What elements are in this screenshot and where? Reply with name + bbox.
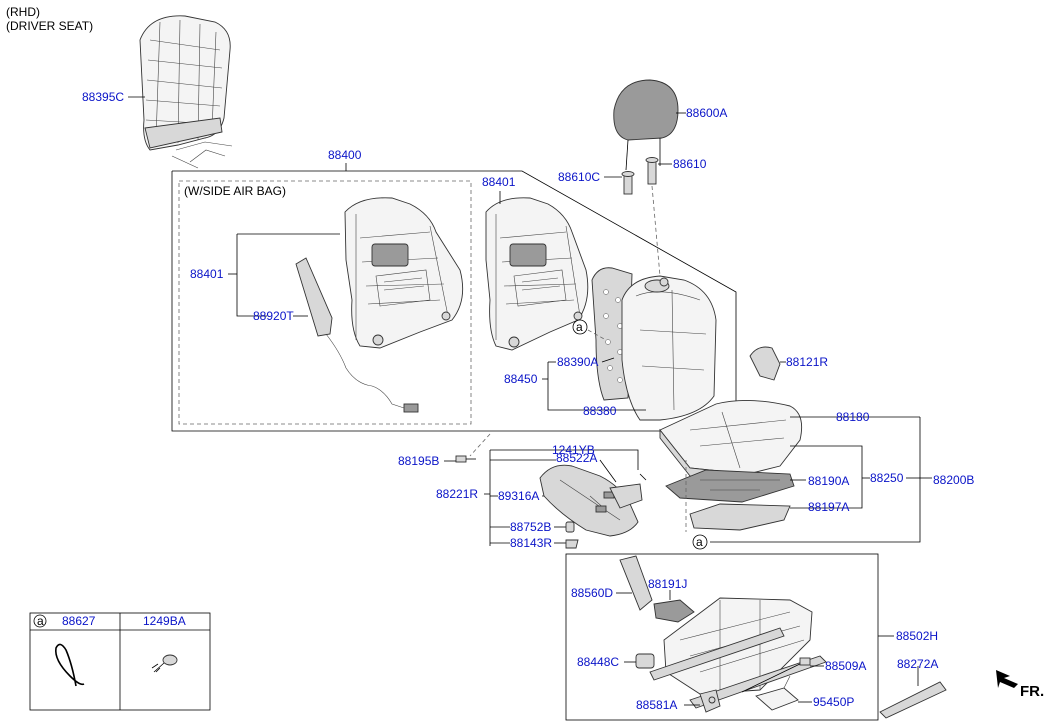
- heater-pad-88190A-drawing: [665, 469, 795, 503]
- callout-88448C[interactable]: 88448C: [577, 655, 619, 669]
- headrest-guides-drawing: [621, 157, 659, 195]
- callout-88180[interactable]: 88180: [836, 410, 870, 424]
- headrest-drawing: [613, 79, 679, 171]
- ref-marker-a-upper: [572, 319, 588, 335]
- callout-1241YB[interactable]: 1241YB: [552, 443, 595, 457]
- callout-95450P[interactable]: 95450P: [813, 695, 854, 709]
- callout-88401-right[interactable]: 88401: [482, 175, 516, 189]
- callout-88920T[interactable]: 88920T: [253, 309, 294, 323]
- callout-88143R[interactable]: 88143R: [510, 536, 552, 550]
- side-shield-drawing: [539, 464, 647, 537]
- callout-88450[interactable]: 88450: [504, 372, 538, 386]
- trim-88272A-drawing: [879, 681, 947, 719]
- callout-88272A[interactable]: 88272A: [897, 657, 938, 671]
- side-airbag-box: [178, 180, 472, 425]
- ref-marker-a-lower-label: a: [696, 535, 703, 549]
- callout-89316A[interactable]: 89316A: [498, 489, 539, 503]
- callout-88509A[interactable]: 88509A: [825, 659, 866, 673]
- cover-88191J-drawing: [653, 599, 695, 623]
- legend-marker-circle: [33, 614, 47, 628]
- motor-88448C-drawing: [635, 653, 655, 669]
- front-direction-arrow-icon: [996, 670, 1018, 688]
- callout-88752B[interactable]: 88752B: [510, 520, 551, 534]
- legend-table: a 88627 1249BA: [29, 612, 211, 711]
- callout-88221R[interactable]: 88221R: [436, 487, 478, 501]
- lever-88560D-drawing: [619, 555, 653, 611]
- legend-col2[interactable]: 1249BA: [143, 614, 186, 628]
- switch-88581A-drawing: [699, 689, 721, 713]
- screw-1249BA-drawing: [151, 654, 178, 673]
- callout-88522A[interactable]: 88522A: [556, 451, 597, 465]
- bracket-88121R-drawing: [749, 346, 781, 381]
- ref-marker-a-upper-label: a: [576, 320, 583, 334]
- legend-marker: a: [37, 614, 44, 628]
- callout-88195B[interactable]: 88195B: [398, 454, 439, 468]
- clip-88752B-drawing: [565, 521, 575, 533]
- callout-88400[interactable]: 88400: [328, 148, 362, 162]
- legend-col1[interactable]: 88627: [62, 614, 96, 628]
- seat-back-cushion-drawing: [621, 275, 717, 421]
- callout-88502H[interactable]: 88502H: [896, 629, 938, 643]
- callout-88560D[interactable]: 88560D: [571, 586, 613, 600]
- callout-88197A[interactable]: 88197A: [808, 500, 849, 514]
- callout-88610[interactable]: 88610: [673, 157, 707, 171]
- callout-88191J[interactable]: 88191J: [648, 577, 687, 591]
- callout-88401-left[interactable]: 88401: [190, 267, 224, 281]
- callout-88390A[interactable]: 88390A: [557, 355, 598, 369]
- callout-88581A[interactable]: 88581A: [636, 698, 677, 712]
- wire-clip-88627-drawing: [54, 643, 85, 687]
- seat-track-drawing: [649, 597, 827, 709]
- callout-88395C[interactable]: 88395C: [82, 90, 124, 104]
- seat-back-frame-right-drawing: [485, 197, 589, 351]
- callout-88121R[interactable]: 88121R: [786, 355, 828, 369]
- callout-88250[interactable]: 88250: [870, 471, 904, 485]
- bolt-88195B-drawing: [455, 455, 476, 463]
- cover-88143R-drawing: [565, 539, 579, 549]
- callout-88380[interactable]: 88380: [583, 404, 617, 418]
- mat-88197A-drawing: [689, 503, 791, 531]
- assembly-88400-outline: [171, 170, 737, 432]
- callout-88200B[interactable]: 88200B: [933, 473, 974, 487]
- seat-back-cover-drawing: [139, 15, 233, 169]
- callout-88190A[interactable]: 88190A: [808, 474, 849, 488]
- callout-88610C[interactable]: 88610C: [558, 170, 600, 184]
- seat-back-frame-left-drawing: [344, 197, 464, 349]
- callout-88600A[interactable]: 88600A: [686, 106, 727, 120]
- header-rhd: (RHD): [6, 5, 40, 19]
- front-direction-label: FR.: [1020, 683, 1044, 700]
- rod-88509A-drawing: [741, 657, 811, 693]
- header-driver-seat: (DRIVER SEAT): [6, 19, 93, 33]
- side-airbag-label: (W/SIDE AIR BAG): [184, 184, 286, 198]
- module-95450P-drawing: [755, 675, 799, 711]
- ref-marker-a-lower: [692, 534, 708, 550]
- track-assembly-box: [565, 553, 879, 721]
- side-airbag-module-drawing: [295, 257, 419, 413]
